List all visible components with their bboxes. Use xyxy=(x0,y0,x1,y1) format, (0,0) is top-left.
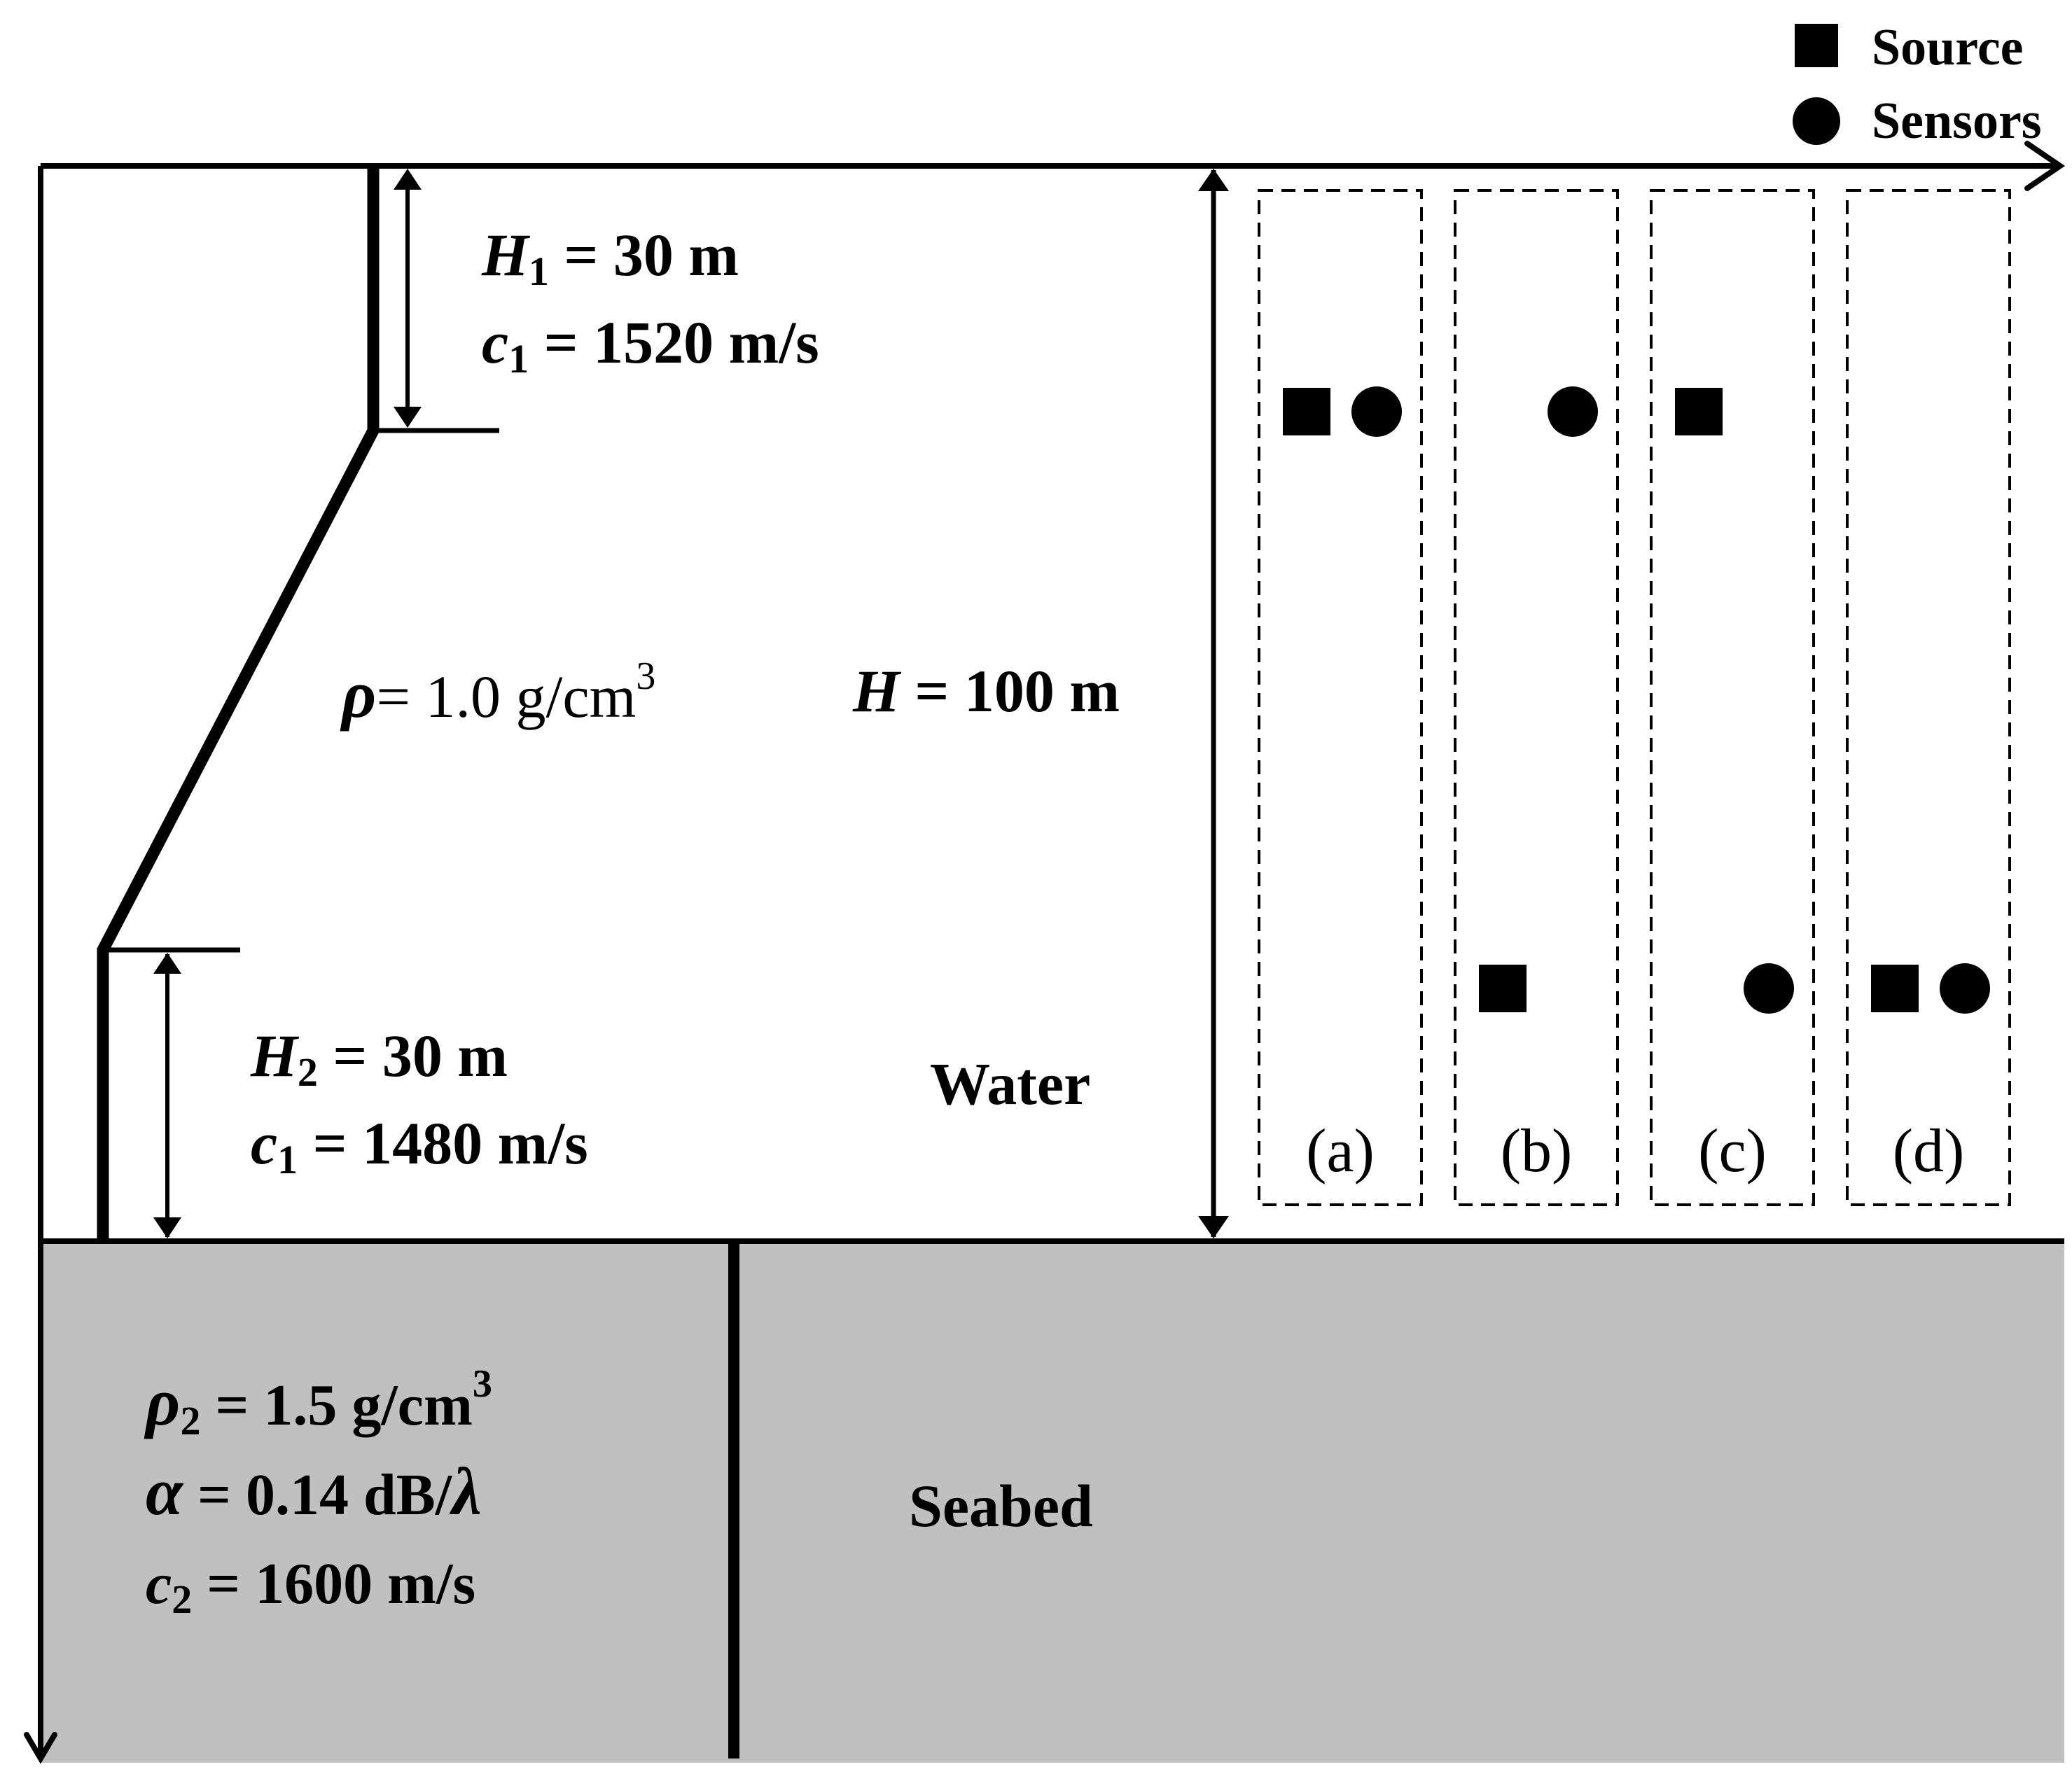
case-box xyxy=(1258,189,1423,1206)
sensor-legend-circle-icon xyxy=(1793,97,1840,145)
case-label: (c) xyxy=(1698,1117,1767,1185)
c2-label: c2 = 1600 m/s xyxy=(146,1551,475,1622)
range-axis-arrow-icon xyxy=(2024,141,2066,191)
sensor-circle-icon xyxy=(1548,386,1598,437)
source-square-icon xyxy=(1675,388,1723,435)
depth-axis-arrow-icon xyxy=(24,1732,57,1764)
h2-dimension-arrow xyxy=(153,953,181,1238)
legend-sensors-label: Sensors xyxy=(1872,92,2042,150)
case-c: (c) xyxy=(1650,189,1815,1206)
case-label: (d) xyxy=(1893,1117,1965,1185)
seabed-density-label: ρ2 = 1.5 g/cm3 xyxy=(144,1362,492,1443)
c1-top-label: c1 = 1520 m/s xyxy=(482,309,819,382)
sound-speed-profile xyxy=(97,166,380,1241)
case-box xyxy=(1454,189,1619,1206)
water-label: Water xyxy=(930,1050,1090,1117)
source-square-icon xyxy=(1283,388,1330,435)
case-d: (d) xyxy=(1846,189,2011,1206)
case-b: (b) xyxy=(1454,189,1619,1206)
configuration-cases: (a) (b) (c) (d) xyxy=(1258,189,2011,1206)
sensor-circle-icon xyxy=(1744,963,1794,1014)
case-box xyxy=(1846,189,2011,1206)
case-label: (b) xyxy=(1501,1117,1573,1185)
sensor-circle-icon xyxy=(1351,386,1402,437)
h1-dimension-arrow xyxy=(394,169,422,428)
case-a: (a) xyxy=(1258,189,1423,1206)
seabed-label: Seabed xyxy=(909,1472,1093,1539)
seabed-region xyxy=(41,1241,2064,1763)
h2-label: H2 = 30 m xyxy=(250,1022,508,1095)
h1-label: H1 = 30 m xyxy=(481,221,739,294)
c1-bottom-label: c1 = 1480 m/s xyxy=(251,1110,588,1182)
seabed-attenuation-label: α = 0.14 dB/λ xyxy=(146,1454,482,1529)
source-square-icon xyxy=(1871,965,1919,1012)
total-depth-label: H = 100 m xyxy=(852,657,1120,725)
total-depth-arrow xyxy=(1198,169,1229,1238)
water-density-label: ρ= 1.0 g/cm3 xyxy=(340,655,655,732)
case-label: (a) xyxy=(1306,1117,1375,1185)
case-box xyxy=(1650,189,1815,1206)
source-square-icon xyxy=(1479,965,1527,1012)
source-legend-square-icon xyxy=(1795,24,1838,67)
legend-source-label: Source xyxy=(1872,19,2024,76)
sensor-circle-icon xyxy=(1940,963,1990,1014)
